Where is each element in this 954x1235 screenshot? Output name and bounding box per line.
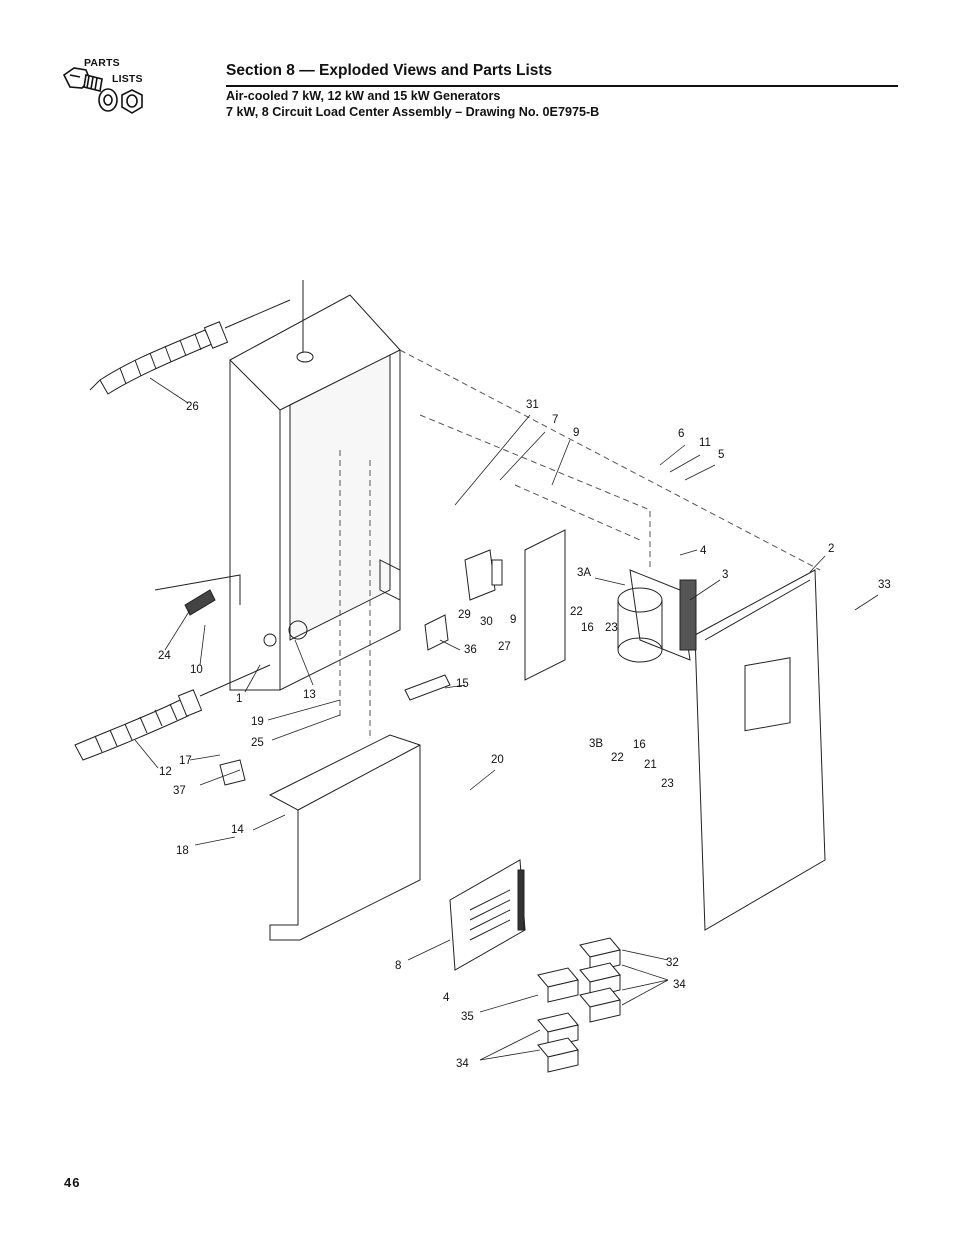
callout-15: 15	[456, 678, 469, 690]
callout-35: 35	[461, 1011, 474, 1023]
callout-26: 26	[186, 401, 199, 413]
logo-text-lists: LISTS	[112, 73, 143, 85]
callout-30: 30	[480, 616, 493, 628]
callout-14: 14	[231, 824, 244, 836]
callout-9-lower: 9	[510, 614, 516, 626]
transfer-switch	[617, 569, 697, 663]
callout-8: 8	[395, 960, 401, 972]
callout-21: 21	[644, 759, 657, 771]
callout-5: 5	[718, 449, 724, 461]
callout-31: 31	[526, 399, 539, 411]
callout-2: 2	[828, 543, 834, 555]
callout-23-upper: 23	[605, 622, 618, 634]
callout-37: 37	[173, 785, 186, 797]
subtitle-drawing: 7 kW, 8 Circuit Load Center Assembly – D…	[226, 105, 600, 119]
callout-17: 17	[179, 755, 192, 767]
callout-12: 12	[159, 766, 172, 778]
load-center-board	[449, 859, 526, 971]
breaker-plate	[524, 529, 566, 681]
callout-22-upper: 22	[570, 606, 583, 618]
callout-10: 10	[190, 664, 203, 676]
callout-34-right: 34	[673, 979, 686, 991]
callout-11: 11	[699, 437, 711, 449]
callout-33: 33	[878, 579, 891, 591]
callout-32: 32	[666, 957, 679, 969]
callout-18: 18	[176, 845, 189, 857]
exploded-view-drawing: 26 31 7 9 6 11 5 2 33 4 3 3A 29 30 9 27 …	[74, 280, 891, 1073]
subtitle-generators: Air-cooled 7 kW, 12 kW and 15 kW Generat…	[226, 89, 501, 103]
callout-34-bottom: 34	[456, 1058, 469, 1070]
callout-23-lower: 23	[661, 778, 674, 790]
callout-29: 29	[458, 609, 471, 621]
section-title: Section 8 — Exploded Views and Parts Lis…	[226, 62, 553, 79]
callout-9: 9	[573, 427, 579, 439]
callout-36: 36	[464, 644, 477, 656]
callout-4-lower: 4	[443, 992, 450, 1004]
cover-panel	[694, 569, 826, 931]
callout-6: 6	[678, 428, 684, 440]
callout-3b: 3B	[589, 738, 603, 750]
callout-labels: 26 31 7 9 6 11 5 2 33 4 3 3A 29 30 9 27 …	[158, 399, 891, 1070]
callout-24: 24	[158, 650, 171, 662]
header-rule	[226, 85, 898, 87]
lower-enclosure	[268, 734, 421, 941]
terminal-strip	[154, 574, 241, 616]
load-center-enclosure	[229, 280, 401, 691]
callout-3: 3	[722, 569, 728, 581]
circuit-breakers	[537, 937, 621, 1073]
callout-16-upper: 16	[581, 622, 594, 634]
callout-1: 1	[236, 693, 242, 705]
relay-assembly	[464, 549, 503, 601]
flex-conduit-bottom	[74, 664, 271, 761]
parts-lists-logo	[62, 67, 143, 114]
logo-text-parts: PARTS	[84, 57, 120, 69]
callout-19: 19	[251, 716, 264, 728]
callout-16-lower: 16	[633, 739, 646, 751]
callout-7: 7	[552, 414, 558, 426]
callout-20: 20	[491, 754, 504, 766]
page-number: 46	[64, 1175, 81, 1190]
flex-conduit-top	[89, 299, 291, 395]
callout-3a: 3A	[577, 567, 591, 579]
callout-27: 27	[498, 641, 511, 653]
callout-25: 25	[251, 737, 264, 749]
callout-4-upper: 4	[700, 545, 707, 557]
callout-22-lower: 22	[611, 752, 624, 764]
callout-13: 13	[303, 689, 316, 701]
